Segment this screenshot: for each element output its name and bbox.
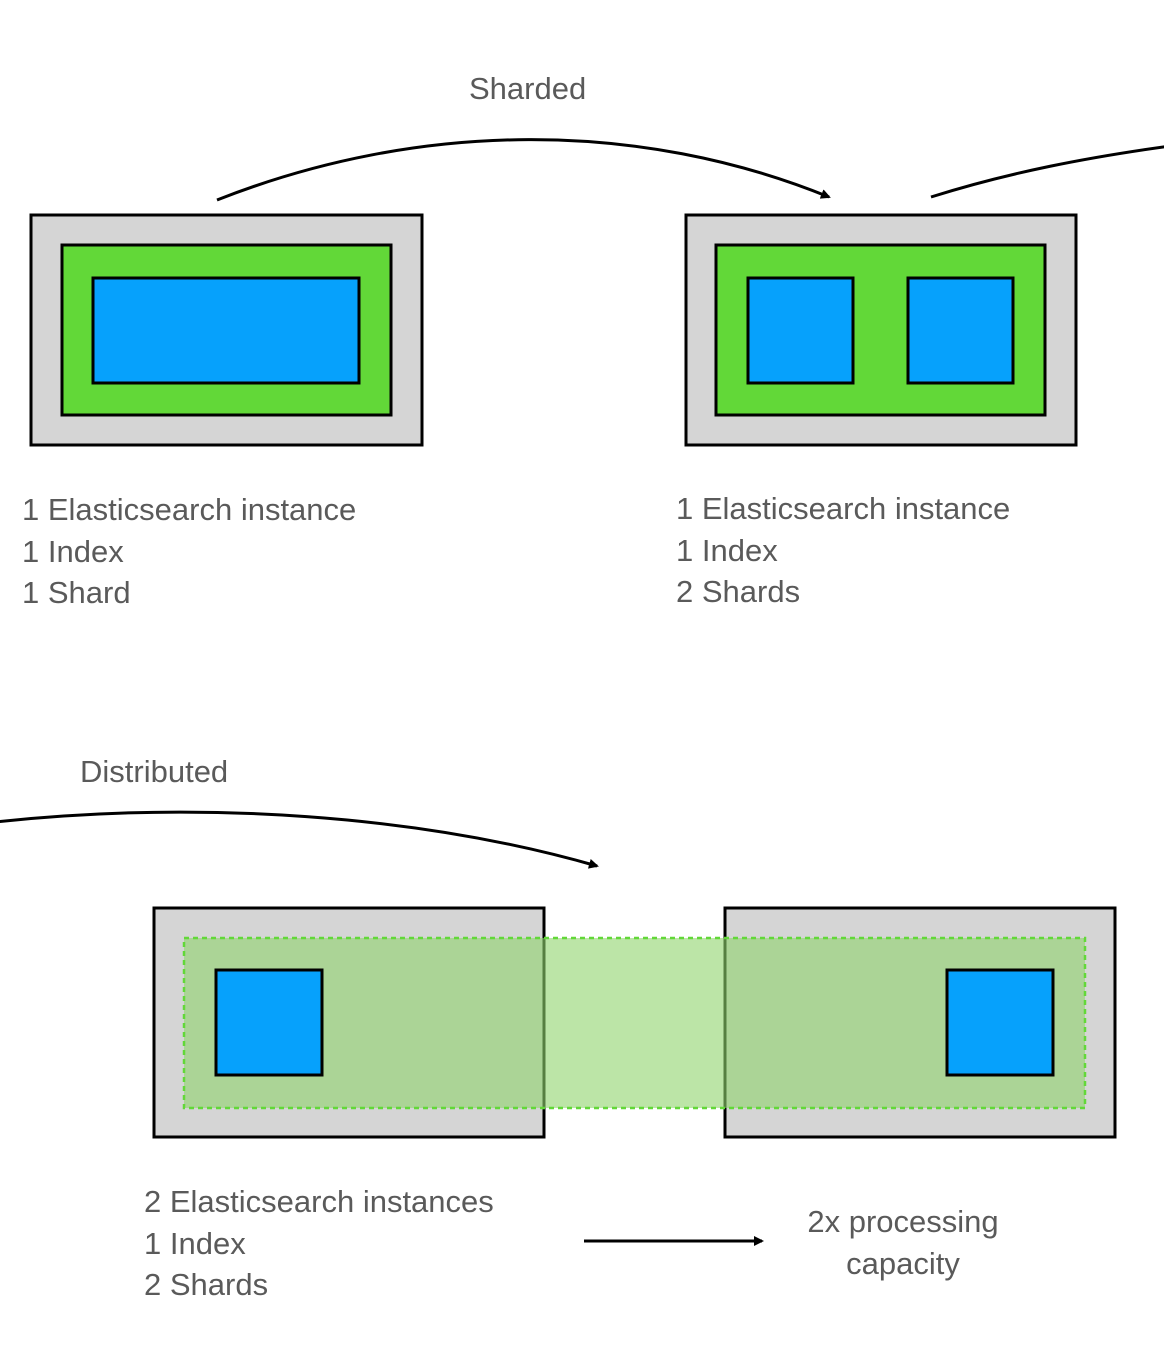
stage2-shard-1	[746, 276, 855, 385]
sharded-label: Sharded	[469, 71, 587, 106]
sharded-arrow	[216, 138, 831, 202]
stage3-distributed-index	[182, 936, 1087, 1110]
stage3-shard-2	[945, 968, 1055, 1077]
stage3-shards-text: 2 Shards	[144, 1267, 269, 1302]
distributed-arrow-outgoing	[930, 145, 1164, 199]
distributed-label: Distributed	[80, 754, 229, 789]
stage3-cluster	[152, 906, 1117, 1139]
stage1-shard	[91, 276, 361, 385]
result-line-2: capacity	[846, 1245, 960, 1281]
stage1-instances-text: 1 Elasticsearch instance	[22, 492, 357, 527]
result-caption: 2x processing capacity	[783, 1201, 1023, 1284]
stage2-shard-2	[906, 276, 1015, 385]
stage2-cluster	[684, 213, 1078, 447]
stage1-index-text: 1 Index	[22, 533, 124, 569]
stage3-index-text: 1 Index	[144, 1225, 246, 1261]
stage3-shard-1	[214, 968, 324, 1077]
stage2-shards-text: 2 Shards	[676, 574, 801, 609]
stage2-instances-text: 1 Elasticsearch instance	[676, 491, 1011, 526]
stage1-cluster	[29, 213, 424, 447]
distributed-arrow	[0, 810, 599, 869]
stage3-caption: 2 Elasticsearch instances 1 Index 2 Shar…	[144, 1181, 494, 1306]
stage3-instances-text: 2 Elasticsearch instances	[144, 1184, 494, 1219]
result-line-1: 2x processing	[807, 1204, 999, 1239]
stage2-caption: 1 Elasticsearch instance 1 Index 2 Shard…	[676, 488, 1010, 613]
stage2-index-text: 1 Index	[676, 532, 778, 568]
stage1-shards-text: 1 Shard	[22, 575, 131, 610]
stage1-caption: 1 Elasticsearch instance 1 Index 1 Shard	[22, 489, 356, 614]
